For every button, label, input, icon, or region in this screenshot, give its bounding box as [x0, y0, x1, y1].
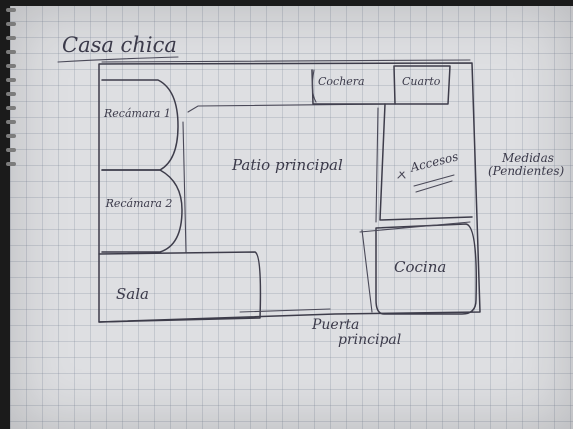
label-puerta-principal: Puerta principal — [312, 318, 401, 347]
room-recamara-2 — [101, 169, 183, 253]
room-cocina — [375, 223, 478, 315]
note-medidas-line2: (Pendientes) — [488, 163, 565, 178]
label-recamara-1: Recámara 1 — [104, 107, 171, 120]
label-recamara-1-text: Recámara 1 — [104, 107, 171, 120]
label-cochera: Cochera — [318, 75, 365, 88]
label-sala: Sala — [116, 285, 149, 303]
wall-corridor — [379, 103, 473, 221]
label-patio: Patio principal — [232, 156, 343, 174]
spiral-binding — [6, 8, 16, 198]
sketch-title: Casa chica — [62, 33, 177, 57]
room-sala — [98, 251, 262, 323]
outer-wall — [98, 62, 481, 323]
label-recamara-2-text: Recámara 2 — [105, 197, 173, 210]
room-recamara-1 — [101, 79, 179, 171]
note-medidas-line1: Medidas — [502, 151, 554, 165]
room-cuarto — [394, 65, 451, 105]
door-line2: principal — [338, 331, 402, 348]
label-cuarto: Cuarto — [402, 75, 441, 88]
title-underline — [57, 56, 179, 63]
label-recamara-2: Recámara 2 — [104, 198, 174, 210]
notebook-paper — [10, 6, 573, 429]
note-medidas: Medidas (Pendientes) — [488, 152, 564, 177]
label-cocina: Cocina — [394, 258, 447, 276]
door-line1: Puerta — [312, 317, 360, 333]
